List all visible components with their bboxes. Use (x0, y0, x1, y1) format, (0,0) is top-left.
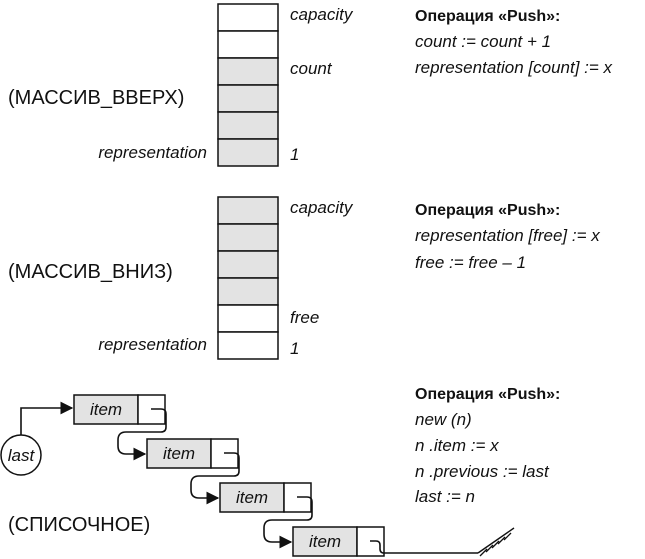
list-op-line: last := n (415, 487, 475, 506)
array-down-cell-empty (217, 331, 279, 360)
list-op-line: new (n) (415, 410, 472, 429)
list-node-item-label: item (163, 444, 195, 463)
list-node-item-label: item (309, 532, 341, 551)
array-down-section: capacity free 1 representation (МАССИВ_В… (8, 196, 600, 360)
array-down-cell-empty (217, 304, 279, 333)
array-up-cell-filled (217, 57, 279, 86)
list-node-item-field (146, 438, 212, 469)
array-down-free-label: free (290, 308, 319, 327)
array-up-op-line: count := count + 1 (415, 32, 551, 51)
list-op-title: Операция «Push»: (415, 386, 560, 403)
last-pointer-label: last (8, 446, 36, 465)
array-up-count-label: count (290, 59, 333, 78)
array-down-representation-label: representation (98, 335, 207, 354)
list-nil-link (370, 540, 478, 554)
array-down-cell-filled (217, 223, 279, 252)
array-down-op-line: representation [free] := x (415, 226, 600, 245)
array-up-op-line: representation [count] := x (415, 58, 613, 77)
list-link-arrow (263, 496, 313, 549)
array-up-op-title: Операция «Push»: (415, 8, 560, 25)
array-down-index-one: 1 (290, 339, 299, 358)
array-down-op-line: free := free – 1 (415, 253, 526, 272)
list-link-arrow (190, 452, 240, 505)
list-node-item-field (219, 482, 285, 513)
array-up-cell-empty (217, 3, 279, 32)
array-up-capacity-label: capacity (290, 5, 354, 24)
array-down-op-title: Операция «Push»: (415, 202, 560, 219)
array-up-representation-label: representation (98, 143, 207, 162)
list-op-line: n .previous := last (415, 462, 550, 481)
array-down-cell-filled (217, 277, 279, 306)
list-op-line: n .item := x (415, 436, 499, 455)
array-up-cell-empty (217, 30, 279, 59)
array-up-index-one: 1 (290, 145, 299, 164)
array-up-cell-filled (217, 84, 279, 113)
array-down-cell-filled (217, 250, 279, 279)
ground-icon (477, 527, 515, 557)
array-down-cell-filled (217, 196, 279, 225)
array-up-cell-filled (217, 138, 279, 167)
list-node-item-field (73, 394, 139, 425)
list-node-item-label: item (236, 488, 268, 507)
array-down-title: (МАССИВ_ВНИЗ) (8, 261, 173, 283)
list-link-arrow (117, 408, 167, 461)
array-up-title: (МАССИВ_ВВЕРХ) (8, 87, 184, 109)
array-up-section: capacity count 1 representation (МАССИВ_… (8, 3, 613, 167)
linked-list-section: last item item item item ( (0, 386, 560, 557)
linked-list-title: (СПИСОЧНОЕ) (8, 514, 150, 536)
last-arrow (20, 401, 74, 435)
array-up-cell-filled (217, 111, 279, 140)
list-node-item-label: item (90, 400, 122, 419)
array-down-capacity-label: capacity (290, 198, 354, 217)
